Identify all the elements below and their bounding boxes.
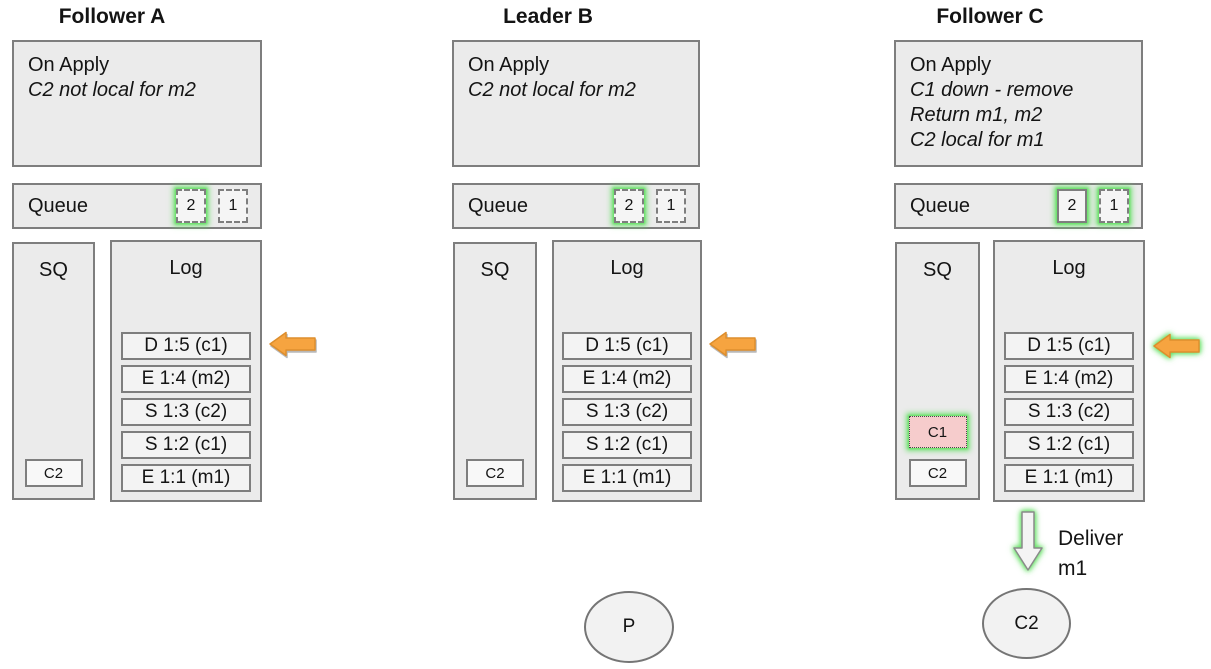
log-entry: E 1:1 (m1): [1004, 464, 1134, 492]
queue-box-b: Queue 2 1: [452, 183, 700, 229]
node-title-follower-a: Follower A: [58, 5, 166, 28]
queue-item-2: 2: [614, 189, 644, 223]
queue-box-a: Queue 2 1: [12, 183, 262, 229]
on-apply-heading: On Apply: [910, 54, 992, 76]
sq-box-b: SQ C2: [453, 242, 537, 500]
queue-item-2: 2: [1057, 189, 1087, 223]
apply-pointer-arrow-icon: [1153, 333, 1200, 359]
log-box-c: Log D 1:5 (c1) E 1:4 (m2) S 1:3 (c2) S 1…: [993, 240, 1145, 502]
log-entry: S 1:2 (c1): [121, 431, 251, 459]
client-c2-ellipse: C2: [982, 588, 1071, 659]
log-rows: D 1:5 (c1) E 1:4 (m2) S 1:3 (c2) S 1:2 (…: [562, 332, 692, 492]
log-rows: D 1:5 (c1) E 1:4 (m2) S 1:3 (c2) S 1:2 (…: [121, 332, 251, 492]
on-apply-heading: On Apply: [28, 54, 110, 76]
sq-label: SQ: [480, 259, 510, 281]
queue-items: 2 1: [176, 189, 248, 223]
on-apply-note: C2 not local for m2: [28, 79, 196, 101]
log-entry: S 1:3 (c2): [562, 398, 692, 426]
on-apply-note: Return m1, m2: [910, 104, 1043, 126]
log-label: Log: [610, 257, 644, 279]
sq-item-c2: C2: [466, 459, 524, 487]
log-entry: E 1:1 (m1): [121, 464, 251, 492]
on-apply-box-a: On Apply C2 not local for m2: [12, 40, 262, 167]
log-rows: D 1:5 (c1) E 1:4 (m2) S 1:3 (c2) S 1:2 (…: [1004, 332, 1134, 492]
sq-label: SQ: [923, 259, 952, 281]
client-c2-label: C2: [1014, 612, 1039, 634]
queue-box-c: Queue 2 1: [894, 183, 1143, 229]
queue-label: Queue: [910, 194, 971, 217]
deliver-down-arrow-icon: [1013, 511, 1043, 571]
log-entry: S 1:2 (c1): [562, 431, 692, 459]
log-entry: D 1:5 (c1): [1004, 332, 1134, 360]
on-apply-heading: On Apply: [468, 54, 550, 76]
on-apply-note: C2 local for m1: [910, 129, 1045, 151]
node-title-leader-b: Leader B: [503, 5, 593, 28]
on-apply-box-c: On Apply C1 down - remove Return m1, m2 …: [894, 40, 1143, 167]
log-entry: E 1:4 (m2): [1004, 365, 1134, 393]
on-apply-box-b: On Apply C2 not local for m2: [452, 40, 700, 167]
log-entry: E 1:4 (m2): [121, 365, 251, 393]
sq-label: SQ: [39, 259, 68, 281]
log-entry: S 1:2 (c1): [1004, 431, 1134, 459]
proposer-label: P: [622, 616, 636, 637]
sq-item-c2: C2: [24, 459, 83, 487]
log-entry: E 1:1 (m1): [562, 464, 692, 492]
sq-item-c1-removed: C1: [908, 416, 967, 448]
queue-label: Queue: [468, 194, 529, 217]
log-label: Log: [169, 257, 203, 279]
on-apply-note: C2 not local for m2: [468, 79, 636, 101]
on-apply-note: C1 down - remove: [910, 79, 1074, 101]
queue-items: 2 1: [614, 189, 686, 223]
log-entry: E 1:4 (m2): [562, 365, 692, 393]
queue-item-1: 1: [218, 189, 248, 223]
log-entry: S 1:3 (c2): [121, 398, 251, 426]
sq-box-c: SQ C1 C2: [895, 242, 980, 500]
queue-items: 2 1: [1057, 189, 1129, 223]
queue-item-1: 1: [1099, 189, 1129, 223]
log-entry: S 1:3 (c2): [1004, 398, 1134, 426]
queue-item-1: 1: [656, 189, 686, 223]
log-entry: D 1:5 (c1): [121, 332, 251, 360]
node-title-follower-c: Follower C: [936, 5, 1044, 28]
proposer-ellipse: P: [584, 591, 674, 663]
log-box-b: Log D 1:5 (c1) E 1:4 (m2) S 1:3 (c2) S 1…: [552, 240, 702, 502]
sq-box-a: SQ C2: [12, 242, 95, 500]
apply-pointer-arrow-icon: [269, 331, 316, 357]
log-entry: D 1:5 (c1): [562, 332, 692, 360]
log-box-a: Log D 1:5 (c1) E 1:4 (m2) S 1:3 (c2) S 1…: [110, 240, 262, 502]
sq-item-c2: C2: [908, 459, 967, 487]
log-label: Log: [1052, 257, 1086, 279]
queue-item-2: 2: [176, 189, 206, 223]
deliver-line: Deliver: [1058, 527, 1124, 550]
apply-pointer-arrow-icon: [709, 331, 756, 357]
deliver-label: Deliver m1: [1058, 524, 1123, 584]
deliver-line: m1: [1058, 557, 1088, 580]
queue-label: Queue: [28, 194, 89, 217]
